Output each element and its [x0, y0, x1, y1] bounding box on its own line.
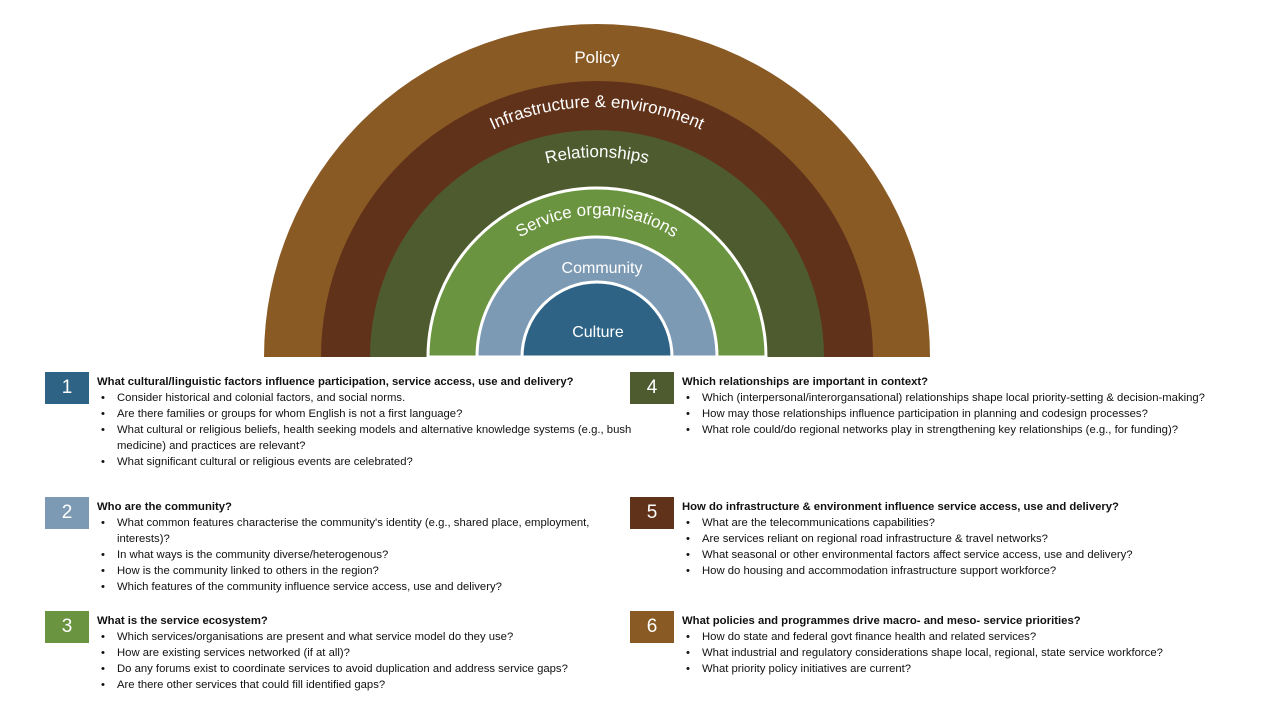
- section-question: What cultural/linguistic factors influen…: [97, 376, 574, 388]
- section-question: Which relationships are important in con…: [682, 376, 929, 388]
- bullet-item: Which (interpersonal/interorgansational)…: [682, 390, 1222, 406]
- section-number-badge: 4: [630, 372, 674, 404]
- bullet-list: What common features characterise the co…: [97, 515, 637, 595]
- bullet-list: Consider historical and colonial factors…: [97, 390, 637, 470]
- section-body: How do infrastructure & environment infl…: [682, 499, 1222, 579]
- section-body: Which relationships are important in con…: [682, 374, 1222, 438]
- section-body: What policies and programmes drive macro…: [682, 613, 1222, 677]
- section-number-badge: 3: [45, 611, 89, 643]
- bullet-item: What are the telecommunications capabili…: [682, 515, 1222, 531]
- section-number-badge: 6: [630, 611, 674, 643]
- layered-rainbow-diagram: Policy Infrastructure & environment Rela…: [264, 24, 930, 359]
- bullet-item: Are there other services that could fill…: [97, 677, 637, 693]
- bullet-item: What role could/do regional networks pla…: [682, 422, 1222, 438]
- bullet-item: What cultural or religious beliefs, heal…: [97, 422, 637, 454]
- bullet-item: How do state and federal govt finance he…: [682, 629, 1222, 645]
- section-question: Who are the community?: [97, 501, 232, 513]
- bullet-item: In what ways is the community diverse/he…: [97, 547, 637, 563]
- section-question: What policies and programmes drive macro…: [682, 615, 1081, 627]
- ring-label-policy: Policy: [574, 48, 620, 67]
- bullet-item: What seasonal or other environmental fac…: [682, 547, 1222, 563]
- section-number-badge: 2: [45, 497, 89, 529]
- section-body: What cultural/linguistic factors influen…: [97, 374, 637, 470]
- bullet-item: Which features of the community influenc…: [97, 579, 637, 595]
- section-body: What is the service ecosystem? Which serv…: [97, 613, 637, 693]
- bullet-item: Do any forums exist to coordinate servic…: [97, 661, 637, 677]
- bullet-item: What significant cultural or religious e…: [97, 454, 637, 470]
- section-question: What is the service ecosystem?: [97, 615, 268, 627]
- bullet-list: Which services/organisations are present…: [97, 629, 637, 693]
- ring-culture: [520, 280, 674, 359]
- bullet-list: Which (interpersonal/interorgansational)…: [682, 390, 1222, 438]
- bullet-item: How may those relationships influence pa…: [682, 406, 1222, 422]
- bullet-item: Are services reliant on regional road in…: [682, 531, 1222, 547]
- bullet-item: What priority policy initiatives are cur…: [682, 661, 1222, 677]
- ring-label-community: Community: [562, 260, 643, 277]
- bullet-item: How do housing and accommodation infrast…: [682, 563, 1222, 579]
- bullet-item: What industrial and regulatory considera…: [682, 645, 1222, 661]
- bullet-list: What are the telecommunications capabili…: [682, 515, 1222, 579]
- bullet-list: How do state and federal govt finance he…: [682, 629, 1222, 677]
- bullet-item: What common features characterise the co…: [97, 515, 637, 547]
- bullet-item: Which services/organisations are present…: [97, 629, 637, 645]
- section-number-badge: 1: [45, 372, 89, 404]
- bullet-item: How are existing services networked (if …: [97, 645, 637, 661]
- section-question: How do infrastructure & environment infl…: [682, 501, 1119, 513]
- bullet-item: Consider historical and colonial factors…: [97, 390, 637, 406]
- bullet-item: How is the community linked to others in…: [97, 563, 637, 579]
- section-number-badge: 5: [630, 497, 674, 529]
- bullet-item: Are there families or groups for whom En…: [97, 406, 637, 422]
- ring-label-culture: Culture: [572, 324, 624, 341]
- section-body: Who are the community? What common featur…: [97, 499, 637, 595]
